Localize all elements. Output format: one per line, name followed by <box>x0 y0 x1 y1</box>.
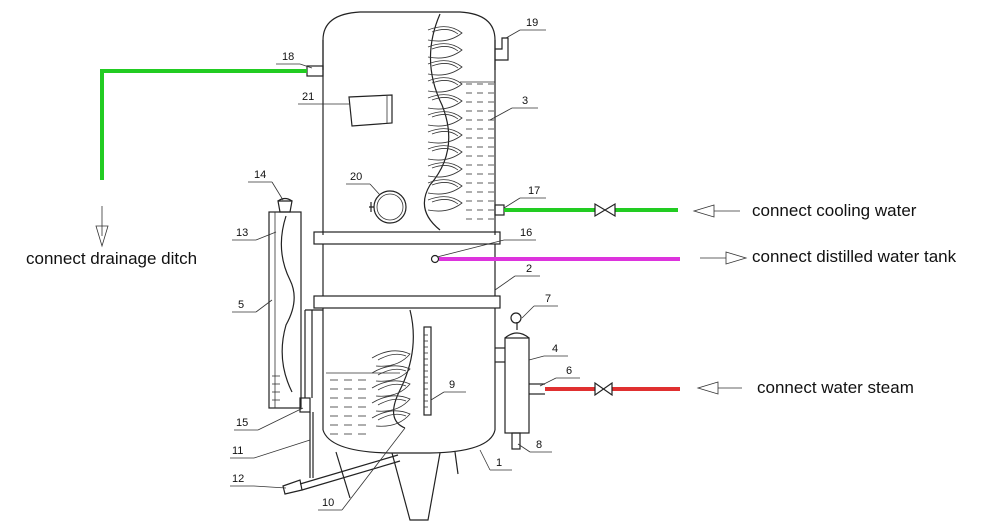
part-number-1: 1 <box>496 457 502 469</box>
part-number-14: 14 <box>254 169 266 181</box>
arrow-left-icon <box>696 381 742 395</box>
distilled-label: connect distilled water tank <box>752 247 957 266</box>
drainage-pipe <box>100 69 307 180</box>
drain-valve <box>282 479 303 495</box>
drainage-label: connect drainage ditch <box>26 249 198 268</box>
arrow-right-icon <box>700 251 748 265</box>
sight-window <box>348 94 393 127</box>
part-number-3: 3 <box>522 95 528 107</box>
part-number-9: 9 <box>449 379 455 391</box>
part-number-20: 20 <box>350 171 362 183</box>
arrow-down-icon <box>95 206 109 248</box>
part-number-12: 12 <box>232 473 244 485</box>
part-number-19: 19 <box>526 17 538 29</box>
condenser-coil <box>423 13 495 231</box>
support-legs <box>335 451 459 521</box>
side-condenser <box>268 197 323 413</box>
distilled-outlet <box>430 254 440 264</box>
valve-icon <box>594 202 616 218</box>
steam-separator <box>495 312 530 450</box>
steam-pipe <box>529 383 680 395</box>
pressure-gauge-icon <box>369 190 407 224</box>
valve-icon <box>594 381 613 397</box>
part-number-11: 11 <box>232 445 243 457</box>
part-number-13: 13 <box>236 227 248 239</box>
part-number-10: 10 <box>322 497 334 509</box>
part-number-2: 2 <box>526 263 532 275</box>
cooling-water-level <box>466 83 494 220</box>
top-nozzle <box>495 37 509 61</box>
cooling-label: connect cooling water <box>752 201 917 220</box>
part-number-17: 17 <box>528 185 540 197</box>
part-number-21: 21 <box>302 91 314 103</box>
steam-label: connect water steam <box>757 378 914 397</box>
part-number-16: 16 <box>520 227 532 239</box>
part-number-6: 6 <box>566 365 572 377</box>
part-number-18: 18 <box>282 51 294 63</box>
arrow-left-icon <box>692 204 740 218</box>
part-number-8: 8 <box>536 439 542 451</box>
part-number-15: 15 <box>236 417 248 429</box>
cooling-inlet <box>494 204 505 216</box>
evaporator-coil <box>326 309 414 435</box>
part-number-4: 4 <box>552 343 558 355</box>
part-number-7: 7 <box>545 293 551 305</box>
part-number-5: 5 <box>238 299 244 311</box>
